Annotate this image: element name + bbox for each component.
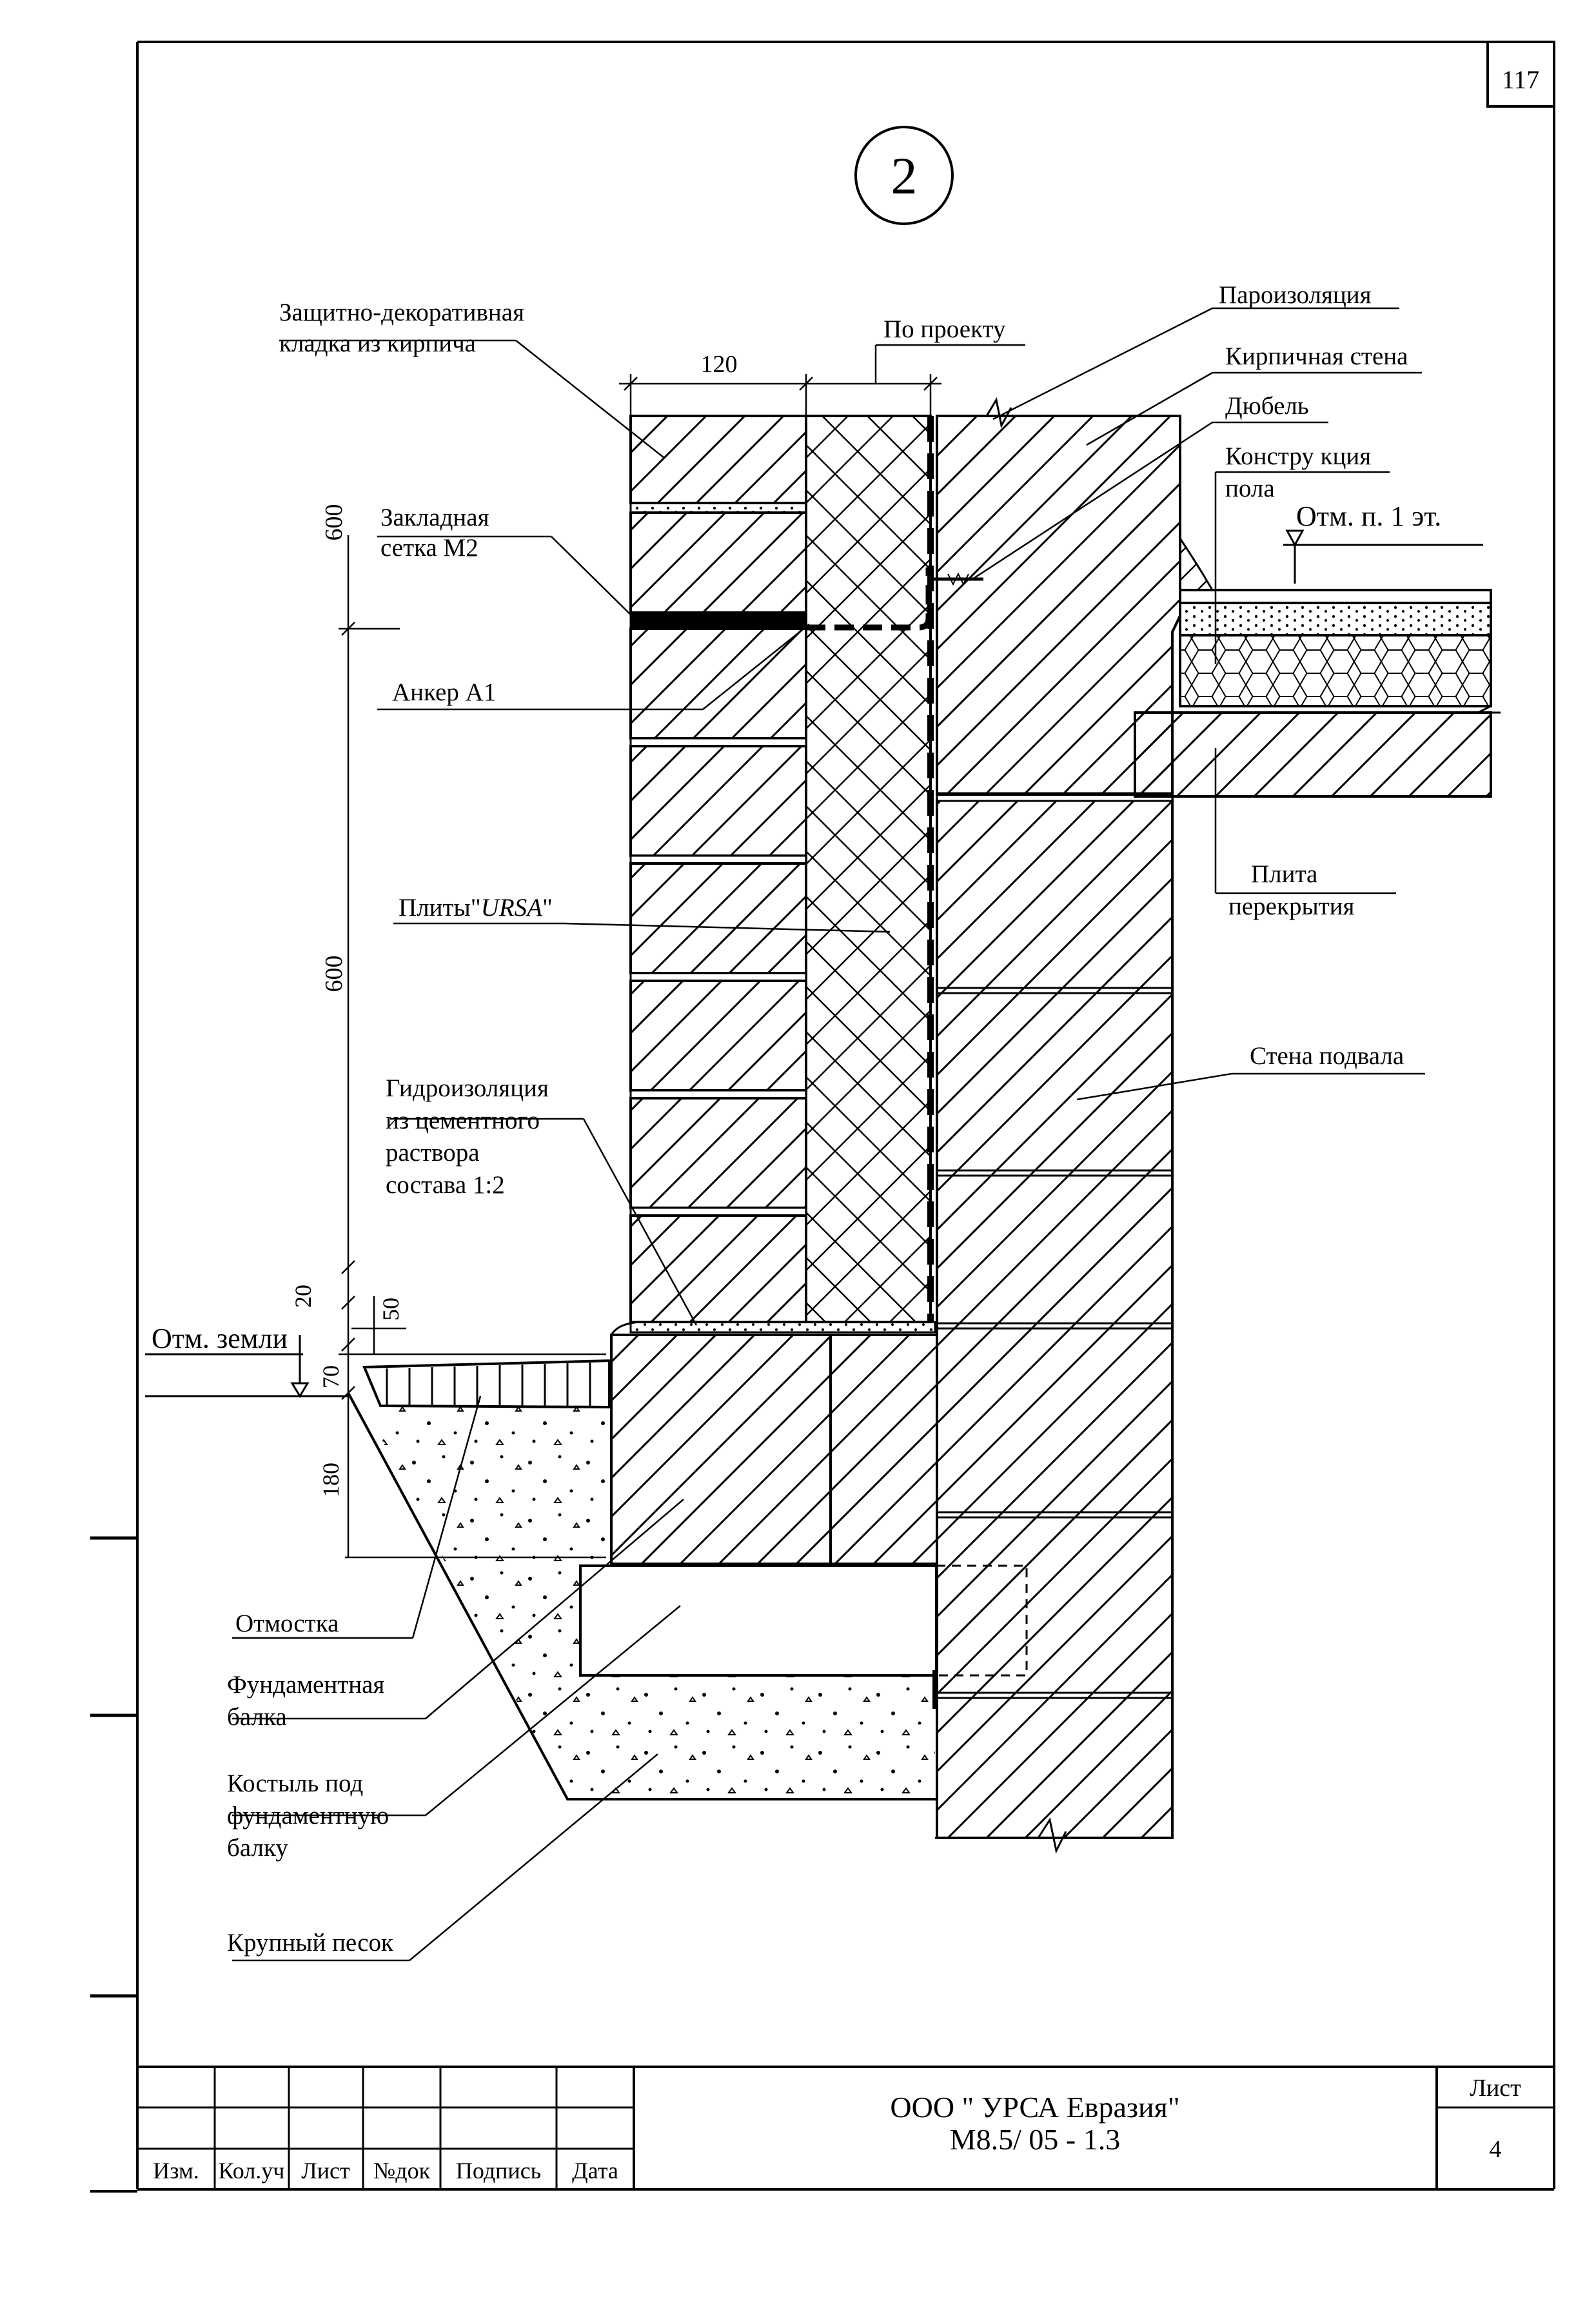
label-floor-construction-line1: Констру кция [1225, 442, 1371, 470]
label-hydro-line4: состава 1:2 [386, 1171, 505, 1199]
leader-lines [232, 307, 1425, 1962]
dimension-lines [339, 344, 1025, 1559]
document-code: М8.5/ 05 - 1.3 [950, 2123, 1121, 2156]
dim-600-lower: 600 [320, 956, 348, 992]
callout-labels: Защитно-декоративная кладка из кирпича П… [152, 281, 1441, 1957]
sheet-number: 117 [1502, 65, 1540, 94]
sheet-number-block: 4 [1490, 2136, 1502, 2163]
detail-marker: 2 [854, 126, 954, 225]
insulation-ursa [805, 415, 934, 1323]
title-block: Изм. Кол.уч Лист №док Подпись Дата ООО "… [137, 2067, 1554, 2189]
floor-construction [1179, 535, 1492, 707]
label-ursa-boards: Плиты"URSA" [399, 894, 553, 922]
col-sheet: Лист [301, 2158, 350, 2184]
level-marks [145, 529, 1483, 1398]
brick-wall [936, 415, 1181, 796]
break-marks [935, 397, 1067, 1854]
label-mesh-line2: сетка М2 [380, 534, 478, 562]
label-dowel: Дюбель [1225, 392, 1309, 420]
label-slab-line1: Плита [1251, 860, 1317, 888]
dim-70: 70 [318, 1365, 344, 1388]
label-sand: Крупный песок [227, 1929, 393, 1957]
col-qty: Кол.уч [219, 2158, 285, 2184]
label-ursa-pre: Плиты" [399, 894, 481, 922]
dim-120: 120 [701, 351, 738, 378]
foundation-block [610, 1321, 938, 1565]
label-floor-level: Отм. п. 1 эт. [1296, 500, 1441, 532]
label-facing-line2: кладка из кирпича [279, 330, 476, 357]
dim-50: 50 [378, 1297, 404, 1321]
company-name: ООО " УРСА Евразия" [890, 2091, 1179, 2124]
dimension-texts: 120 600 600 20 50 70 180 [290, 351, 738, 1497]
label-basement-wall: Стена подвала [1250, 1042, 1404, 1070]
label-slab-line2: перекрытия [1228, 893, 1355, 920]
sheet-number-box: 117 [1486, 41, 1555, 108]
label-beam-line2: балка [227, 1703, 287, 1731]
blind-area-paving [362, 1359, 611, 1409]
col-date: Дата [572, 2158, 618, 2184]
label-ursa-post: " [542, 894, 553, 922]
col-change: Изм. [153, 2158, 199, 2184]
dim-20: 20 [290, 1285, 316, 1308]
floor-slab [1134, 705, 1501, 798]
label-by-project: По проекту [883, 315, 1006, 343]
basement-wall [936, 792, 1174, 1839]
label-beam-line1: Фундаментная [227, 1671, 384, 1699]
label-crutch-line2: фундаментную [227, 1802, 389, 1830]
label-anchor: Анкер А1 [392, 678, 496, 706]
sheet-label: Лист [1470, 2075, 1521, 2102]
label-ground-level: Отм. земли [152, 1323, 288, 1354]
label-facing-line1: Защитно-декоративная [279, 299, 524, 326]
label-blind-area: Отмостка [235, 1610, 339, 1637]
label-hydro-line1: Гидроизоляция [386, 1074, 549, 1102]
label-crutch-line1: Костыль под [227, 1770, 363, 1797]
label-hydro-line2: из цементного [386, 1107, 540, 1134]
col-signature: Подпись [456, 2158, 541, 2184]
dim-600-upper: 600 [320, 504, 348, 541]
dim-180: 180 [318, 1463, 344, 1497]
label-hydro-line3: раствора [386, 1139, 480, 1167]
sheet-frame [90, 41, 1555, 2193]
label-ursa-name: URSA [481, 894, 542, 922]
label-mesh-line1: Закладная [380, 504, 489, 531]
col-doc: №док [373, 2158, 431, 2184]
facing-brickwork [629, 415, 936, 1334]
label-floor-construction-line2: пола [1225, 475, 1275, 502]
anchor-and-dowel [806, 567, 983, 631]
label-vapor-barrier: Пароизоляция [1219, 281, 1372, 309]
detail-number: 2 [891, 146, 918, 205]
label-brick-wall: Кирпичная стена [1225, 342, 1408, 370]
label-crutch-line3: балку [227, 1834, 288, 1862]
